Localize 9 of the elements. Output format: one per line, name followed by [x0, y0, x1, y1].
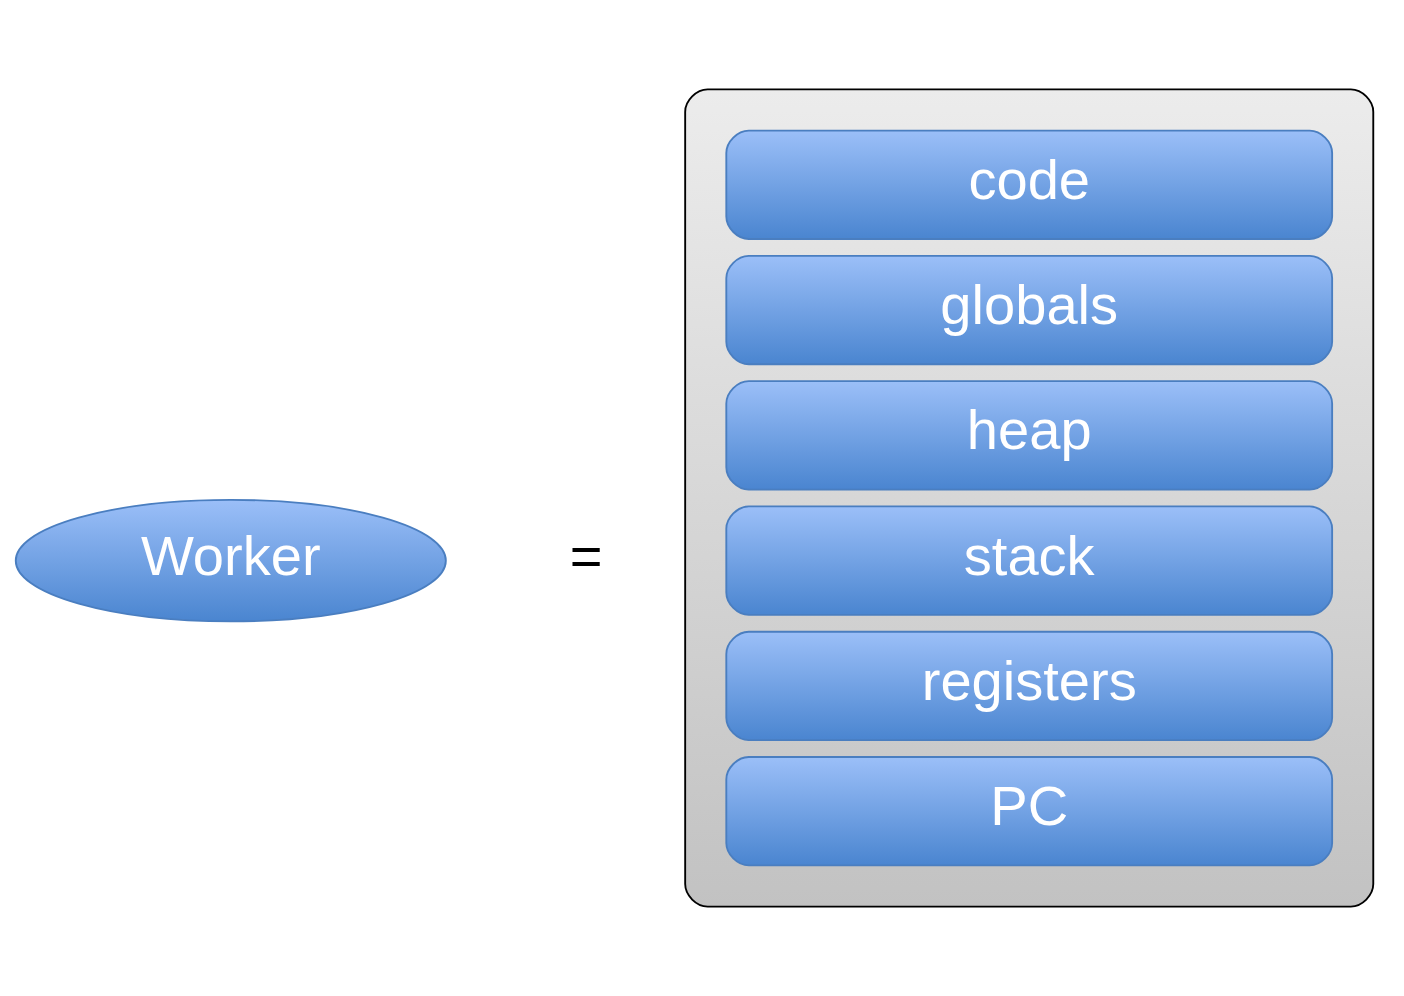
node-box: heap — [725, 380, 1334, 491]
node-box: code — [725, 129, 1334, 240]
node-box: registers — [725, 630, 1334, 742]
label: = — [569, 523, 603, 587]
node-box: globals — [725, 254, 1334, 366]
node-ellipse: Worker — [14, 498, 447, 623]
node-box: PC — [725, 756, 1334, 867]
node-box: stack — [725, 505, 1334, 616]
cluster — [684, 88, 1375, 908]
